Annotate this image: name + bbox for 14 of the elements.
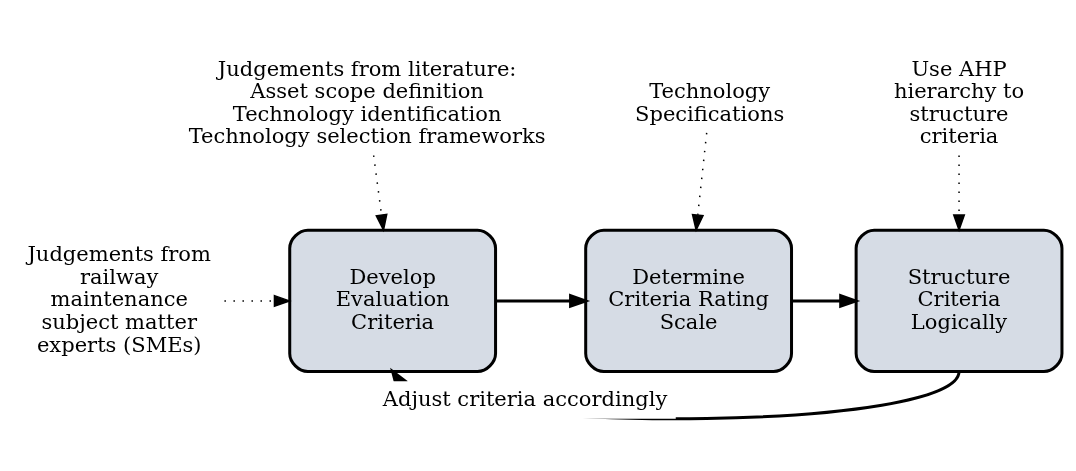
node-box: Develop Evaluation Criteria (288, 228, 498, 373)
arrow (372, 154, 388, 232)
arrow (496, 293, 591, 308)
node-text: Judgements from railway maintenance subject matter experts (SMEs) (27, 240, 211, 357)
node-text: Judgements from literature: Asset scope definition Technology identification Technology selection frameworks (188, 55, 546, 148)
arrow (691, 131, 708, 232)
arrow (223, 294, 292, 307)
node-box: Structure Criteria Logically (854, 228, 1064, 373)
node-text: Use AHP hierarchy to structure criteria (893, 55, 1025, 148)
edge-label: Adjust criteria accordingly (382, 385, 668, 411)
arrow (952, 154, 966, 232)
arrow (791, 293, 861, 308)
node-box: Determine Criteria Rating Scale (584, 228, 794, 373)
node-text: Technology Specifications (635, 77, 785, 126)
